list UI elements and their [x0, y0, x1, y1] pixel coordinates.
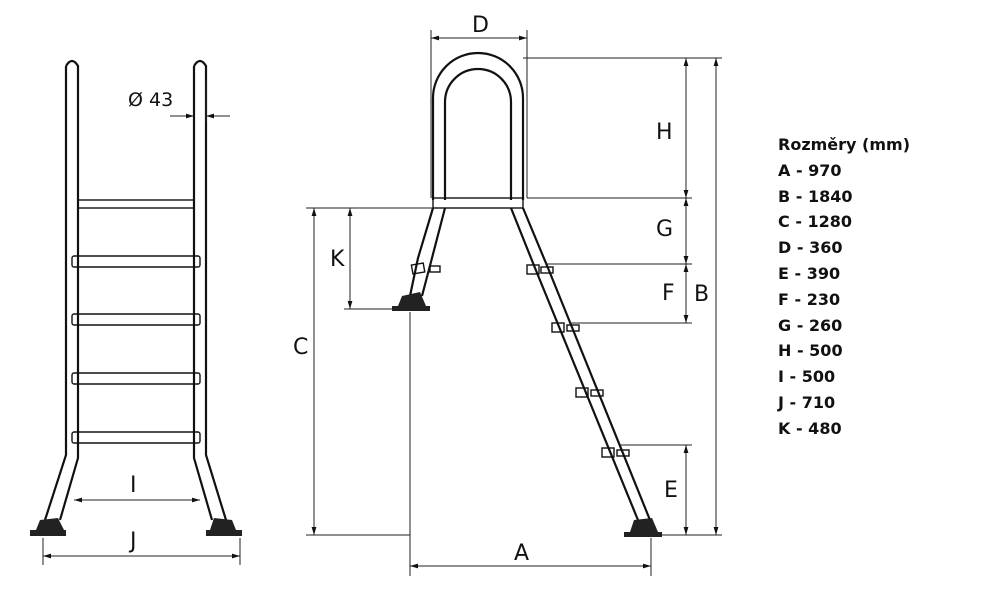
- diameter-label: Ø 43: [128, 89, 173, 111]
- side-view: D H G F E B: [293, 13, 722, 576]
- dimension-a: A: [409, 312, 652, 576]
- dimension-i-label: I: [130, 473, 137, 498]
- dimension-c-label: C: [293, 335, 308, 360]
- dimension-g: G: [656, 198, 689, 264]
- dimension-j-label: J: [128, 529, 137, 554]
- top-bar: [432, 197, 524, 209]
- dimension-b: B: [694, 58, 719, 535]
- dimension-d-label: D: [472, 13, 489, 38]
- diameter-callout: Ø 43: [128, 80, 230, 122]
- front-right-rail: [192, 59, 228, 521]
- legend-item: K - 480: [778, 418, 842, 438]
- dimension-e: E: [664, 445, 689, 535]
- dimension-f: F: [662, 264, 689, 323]
- front-left-rail: [43, 59, 80, 521]
- legend-item: B - 1840: [778, 186, 853, 206]
- dimension-k: K: [330, 208, 395, 310]
- legend-item: G - 260: [778, 315, 843, 335]
- dimension-d: D: [430, 13, 528, 198]
- legend-item: C - 1280: [778, 212, 853, 232]
- front-view: Ø 43 I J: [30, 59, 242, 565]
- short-leg: [392, 207, 447, 311]
- dimension-h: H: [656, 58, 689, 198]
- legend-item: E - 390: [778, 263, 841, 283]
- dimension-g-label: G: [656, 217, 673, 242]
- handrail-arch: [431, 51, 525, 200]
- dimension-c: C: [293, 207, 433, 536]
- legend-item: D - 360: [778, 238, 843, 258]
- legend-item: H - 500: [778, 341, 843, 361]
- legend-item: F - 230: [778, 289, 841, 309]
- dimension-f-label: F: [662, 281, 675, 306]
- front-steps: [71, 199, 201, 444]
- dimension-a-label: A: [514, 541, 529, 566]
- dimension-e-label: E: [664, 478, 678, 503]
- legend-item: I - 500: [778, 367, 836, 387]
- dimension-h-label: H: [656, 120, 673, 145]
- dimension-k-label: K: [330, 247, 345, 272]
- legend-title: Rozměry (mm): [778, 135, 911, 154]
- legend-item: A - 970: [778, 160, 842, 180]
- front-feet: [30, 518, 242, 536]
- dimension-b-label: B: [694, 282, 709, 307]
- dimension-i: I: [74, 473, 200, 503]
- long-leg: [509, 207, 662, 537]
- legend-item: J - 710: [778, 392, 836, 412]
- dimension-j: J: [42, 529, 241, 565]
- dimensions-legend: Rozměry (mm) A - 970 B - 1840 C - 1280 D…: [778, 132, 910, 442]
